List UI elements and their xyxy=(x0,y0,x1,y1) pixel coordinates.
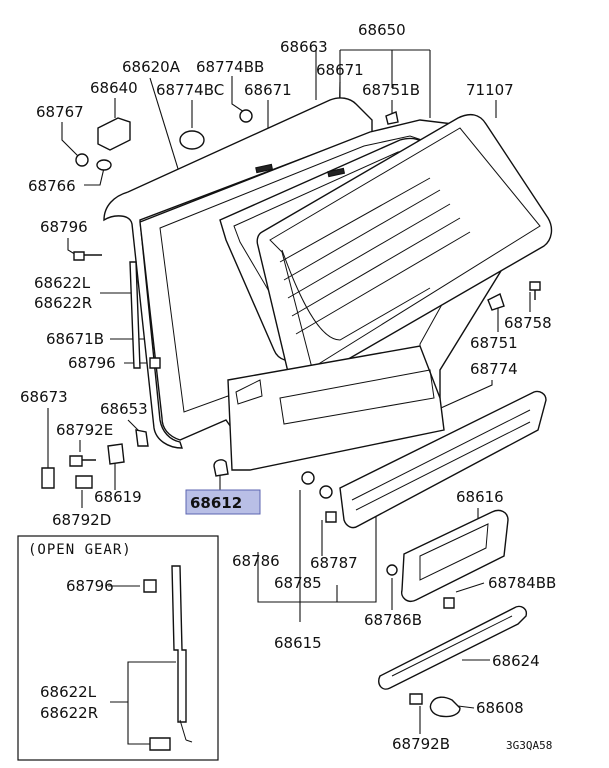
label-68671-top[interactable]: 68671 xyxy=(244,81,292,99)
label-68792B[interactable]: 68792B xyxy=(392,735,450,753)
label-68767[interactable]: 68767 xyxy=(36,103,84,121)
label-68758[interactable]: 68758 xyxy=(504,314,552,332)
label-68792D[interactable]: 68792D xyxy=(52,511,111,529)
label-68663[interactable]: 68663 xyxy=(280,38,328,56)
lower-trim-68616 xyxy=(401,509,509,602)
label-68751B[interactable]: 68751B xyxy=(362,81,420,99)
label-68671-mid[interactable]: 68671 xyxy=(316,61,364,79)
open-gear-box xyxy=(17,535,219,761)
label-68751[interactable]: 68751 xyxy=(470,334,518,352)
label-68774BC[interactable]: 68774BC xyxy=(156,81,224,99)
highlight-68612 xyxy=(185,489,261,515)
label-68786B[interactable]: 68786B xyxy=(364,611,422,629)
garnish-68774 xyxy=(339,390,547,529)
label-68786[interactable]: 68786 xyxy=(232,552,280,570)
label-68671B[interactable]: 68671B xyxy=(46,330,104,348)
clip-68608 xyxy=(429,696,461,718)
tailgate-assembly xyxy=(103,97,553,477)
label-68774BB[interactable]: 68774BB xyxy=(196,58,264,76)
latch-68612 xyxy=(213,459,229,477)
label-68796-b[interactable]: 68796 xyxy=(68,354,116,372)
label-68622L-b[interactable]: 68622L xyxy=(40,683,97,701)
hinge-68640 xyxy=(97,117,131,151)
label-68774[interactable]: 68774 xyxy=(470,360,518,378)
part-labels: 68650 68663 68620A 68774BB 68774BC 68671… xyxy=(20,21,556,753)
label-71107[interactable]: 71107 xyxy=(466,81,514,99)
open-gear-title: (OPEN GEAR) xyxy=(28,542,132,558)
label-68612[interactable]: 68612 xyxy=(190,494,242,512)
diagram-code: 3G3QA58 xyxy=(506,739,552,752)
label-68787[interactable]: 68787 xyxy=(310,554,358,572)
label-68622R-b[interactable]: 68622R xyxy=(40,704,98,722)
label-68785[interactable]: 68785 xyxy=(274,574,322,592)
garnish-parts xyxy=(339,390,547,718)
label-68796-a[interactable]: 68796 xyxy=(40,218,88,236)
label-68784BB[interactable]: 68784BB xyxy=(488,574,556,592)
weatherstrip-68620A xyxy=(103,97,373,449)
label-68796-c[interactable]: 68796 xyxy=(66,577,114,595)
label-68766[interactable]: 68766 xyxy=(28,177,76,195)
label-68622L-a[interactable]: 68622L xyxy=(34,274,91,292)
label-68792E[interactable]: 68792E xyxy=(56,421,113,439)
label-68640[interactable]: 68640 xyxy=(90,79,138,97)
label-68653[interactable]: 68653 xyxy=(100,400,148,418)
label-68619[interactable]: 68619 xyxy=(94,488,142,506)
label-68615[interactable]: 68615 xyxy=(274,634,322,652)
label-68622R-a[interactable]: 68622R xyxy=(34,294,92,312)
molding-71107 xyxy=(256,113,553,384)
label-68620A[interactable]: 68620A xyxy=(122,58,181,76)
fasteners xyxy=(41,109,541,705)
label-68624[interactable]: 68624 xyxy=(492,652,540,670)
label-68650[interactable]: 68650 xyxy=(358,21,406,39)
open-gear-stay xyxy=(171,565,187,723)
label-68616[interactable]: 68616 xyxy=(456,488,504,506)
gas-stay-68622 xyxy=(129,261,141,369)
label-68608[interactable]: 68608 xyxy=(476,699,524,717)
label-68673[interactable]: 68673 xyxy=(20,388,68,406)
